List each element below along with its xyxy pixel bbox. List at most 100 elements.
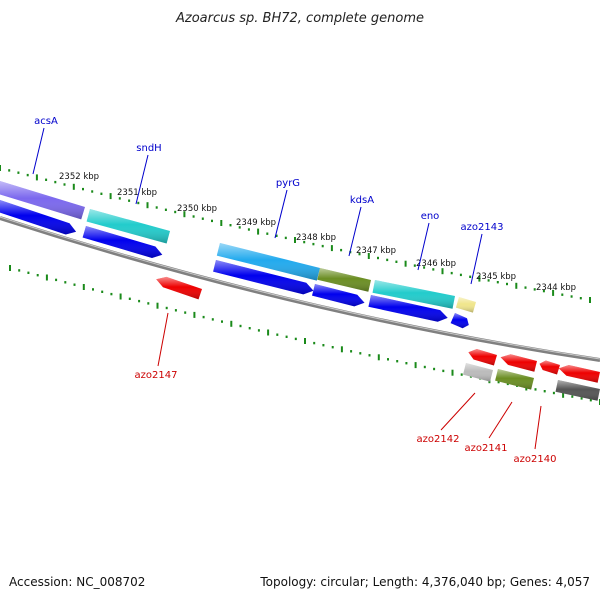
scale-tick-top <box>54 180 57 184</box>
scale-tick-bottom <box>396 360 399 363</box>
kbp-label-2345: 2345 kbp <box>476 272 516 282</box>
scale-tick-bottom <box>128 297 131 300</box>
scale-tick-top <box>63 183 66 186</box>
gene-label-eno[interactable]: eno <box>417 211 440 271</box>
scale-tick-top <box>330 245 333 252</box>
accession-text: Accession: NC_008702 <box>9 575 145 589</box>
scale-tick-bottom <box>313 341 316 345</box>
scale-tick-top <box>238 226 241 229</box>
scale-tick-bottom <box>442 369 445 373</box>
scale-tick-bottom <box>387 358 389 361</box>
scale-tick-bottom <box>193 311 196 318</box>
scale-tick-bottom <box>497 380 500 384</box>
scale-tick-bottom <box>239 324 242 328</box>
scale-tick-bottom <box>350 350 353 353</box>
map-title: Azoarcus sp. BH72, complete genome <box>175 11 424 26</box>
scale-tick-bottom <box>451 369 454 376</box>
scale-tick-bottom <box>322 344 325 347</box>
scale-tick-top <box>524 286 527 289</box>
scale-tick-top <box>164 208 167 211</box>
feature-blue-4-shading <box>312 284 365 307</box>
scale-tick-bottom <box>340 346 343 353</box>
gene-label-azo2142[interactable]: azo2142 <box>417 392 476 445</box>
feature-blue-3-shading <box>213 260 314 295</box>
feature-red-3-shading <box>500 354 537 372</box>
scale-tick-bottom <box>543 390 546 393</box>
scale-tick-top <box>533 288 536 291</box>
scale-tick-top <box>561 293 564 296</box>
scale-tick-top <box>266 232 269 235</box>
scale-tick-top <box>367 253 370 259</box>
gene-label-azo2140[interactable]: azo2140 <box>514 405 557 465</box>
gene-label-sndH[interactable]: sndH <box>135 143 162 205</box>
scale-tick-top <box>404 260 407 267</box>
scale-tick-bottom <box>460 373 463 376</box>
scale-tick-bottom <box>257 329 260 332</box>
scale-tick-top <box>459 273 462 277</box>
scale-tick-bottom <box>248 327 251 330</box>
scale-tick-bottom <box>506 382 509 386</box>
scale-tick-top <box>247 228 250 231</box>
scale-tick-top <box>91 190 94 193</box>
gene-label-pyrG[interactable]: pyrG <box>274 178 300 239</box>
feature-blue-6-shading <box>450 313 469 329</box>
scale-tick-bottom <box>9 265 11 271</box>
scale-tick-top <box>257 228 260 235</box>
scale-tick-top <box>211 219 213 223</box>
scale-tick-top <box>312 242 315 246</box>
feature-acsA-shading <box>0 181 85 220</box>
gene-label-azo2141[interactable]: azo2141 <box>465 401 513 454</box>
svg-text:azo2141: azo2141 <box>465 443 508 454</box>
feature-blue-2-shading <box>82 226 163 258</box>
scale-tick-top <box>432 268 435 271</box>
feature-red-2-shading <box>468 349 497 366</box>
svg-text:azo2140: azo2140 <box>514 454 557 465</box>
scale-tick-top <box>441 268 444 275</box>
scale-tick-top <box>395 260 398 263</box>
scale-tick-bottom <box>101 290 104 293</box>
scale-tick-bottom <box>64 281 67 284</box>
scale-tick-bottom <box>55 278 58 282</box>
svg-text:azo2142: azo2142 <box>417 434 460 445</box>
scale-tick-top <box>386 258 389 262</box>
feature-blue-5-shading <box>368 295 448 322</box>
gene-label-azo2147[interactable]: azo2147 <box>135 312 178 381</box>
gene-label-azo2143[interactable]: azo2143 <box>461 222 504 285</box>
scale-tick-bottom <box>294 337 297 341</box>
feature-azo2142-shading <box>463 363 493 382</box>
scale-tick-top <box>294 237 296 243</box>
scale-tick-top <box>35 174 38 181</box>
scale-tick-bottom <box>165 306 168 310</box>
kbp-label-2350: 2350 kbp <box>177 204 217 214</box>
genome-backbone <box>0 216 600 362</box>
scale-tick-top <box>192 215 195 218</box>
gene-label-acsA[interactable]: acsA <box>32 116 58 175</box>
gene-label-kdsA[interactable]: kdsA <box>348 195 374 257</box>
scale-tick-bottom <box>18 269 21 272</box>
scale-tick-top <box>183 211 186 218</box>
kbp-label-2346: 2346 kbp <box>416 259 456 269</box>
scale-tick-top <box>17 171 20 174</box>
feature-sndH-shading <box>86 209 170 244</box>
scale-tick-top <box>174 210 177 214</box>
svg-text:sndH: sndH <box>136 143 161 154</box>
scale-tick-top <box>423 266 426 269</box>
scale-tick-bottom <box>36 274 39 277</box>
scale-tick-bottom <box>267 329 270 336</box>
scale-tick-bottom <box>571 395 574 398</box>
scale-tick-bottom <box>230 320 233 327</box>
feature-blue-1-shading <box>0 200 77 235</box>
scale-tick-top <box>589 297 591 303</box>
feature-eno-shading <box>372 280 455 309</box>
scale-tick-bottom <box>276 333 279 336</box>
scale-tick-bottom <box>45 274 48 281</box>
feature-azo2147-shading <box>156 276 202 300</box>
scale-tick-bottom <box>589 399 592 402</box>
scale-tick-top <box>469 275 472 278</box>
svg-text:acsA: acsA <box>34 116 58 127</box>
feature-pyrG-shading <box>216 243 320 281</box>
svg-text:eno: eno <box>421 211 440 222</box>
scale-tick-bottom <box>377 354 380 361</box>
scale-tick-bottom <box>285 335 288 338</box>
scale-tick-bottom <box>174 309 177 312</box>
